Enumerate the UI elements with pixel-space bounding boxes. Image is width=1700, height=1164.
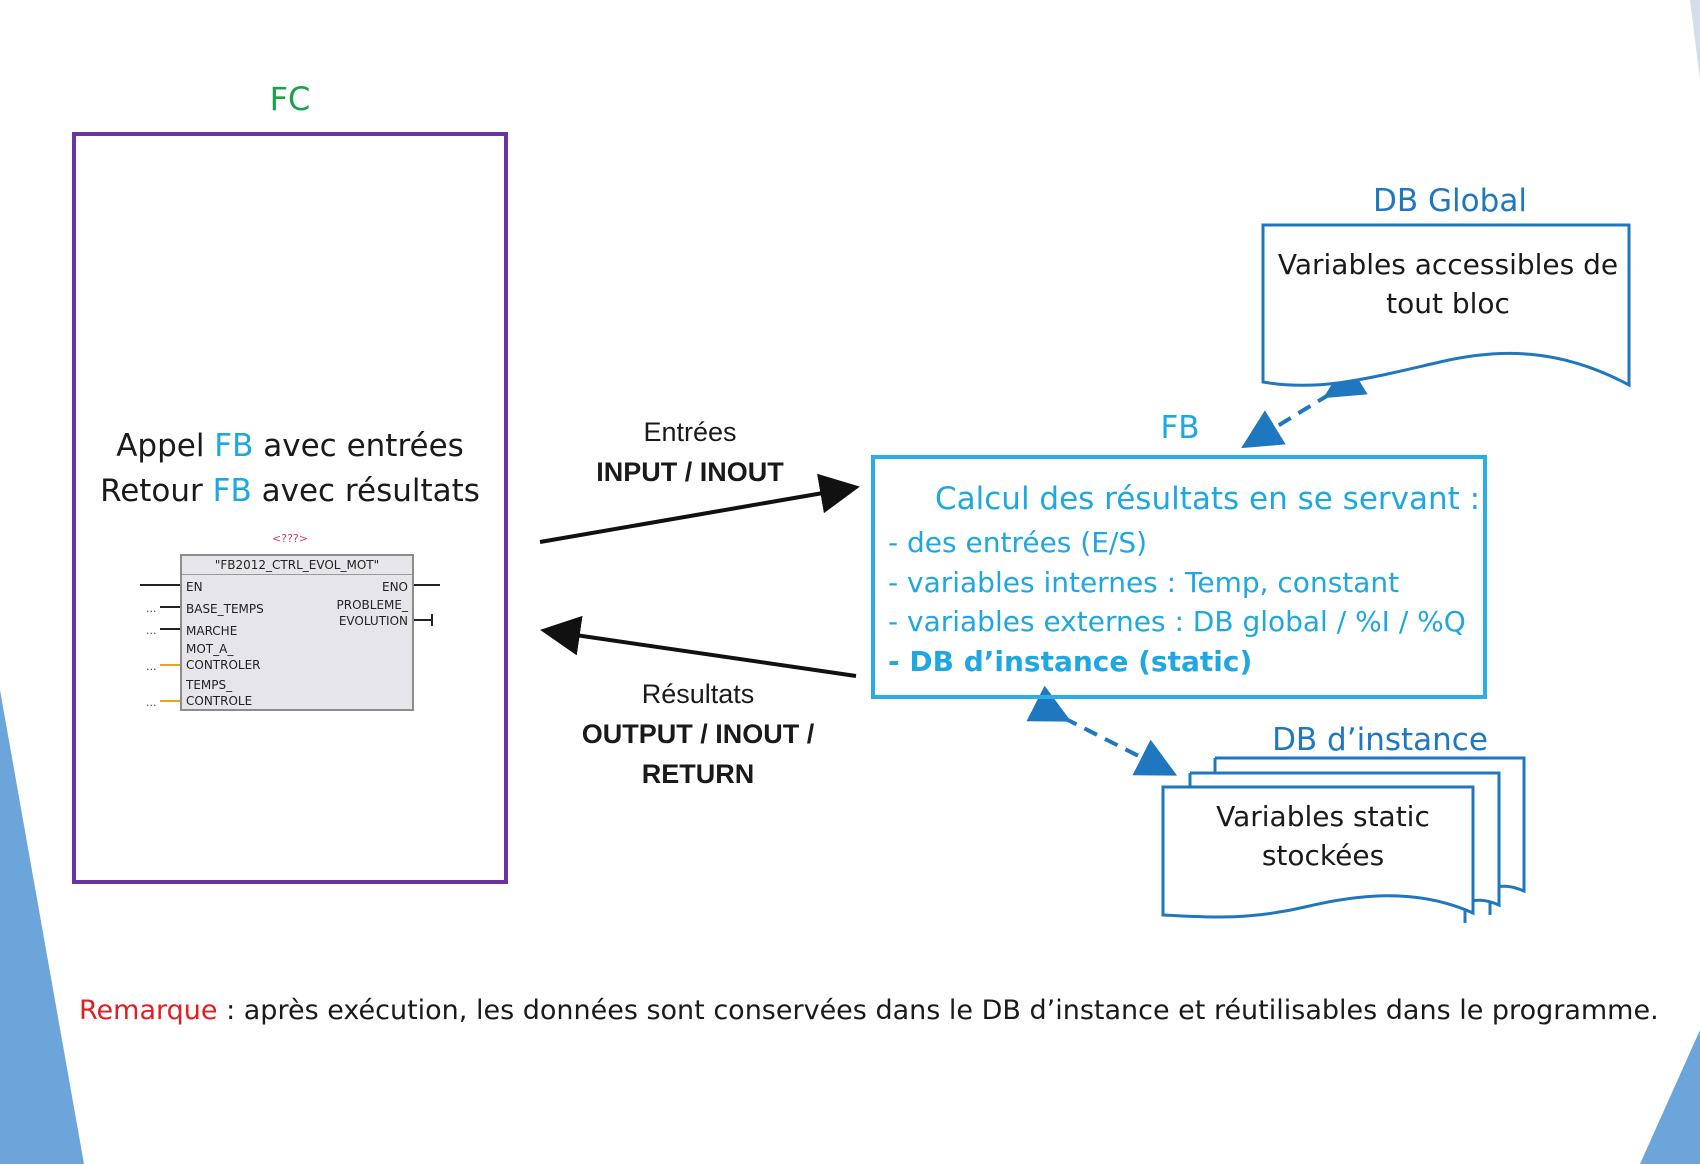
pin-controle: CONTROLE xyxy=(186,694,253,708)
dots-marche: ... xyxy=(146,624,157,637)
fb-block-dots: ... ... ... ... xyxy=(146,598,157,714)
fc-line1-prefix: Appel xyxy=(116,428,215,464)
fb-item-entrees: - des entrées (E/S) xyxy=(888,526,1148,559)
output-label: Résultats OUTPUT / INOUT / RETURN xyxy=(558,674,838,794)
pin-evolution: EVOLUTION xyxy=(338,614,408,628)
pin-eno: ENO xyxy=(381,580,408,594)
output-label-bold2: RETURN xyxy=(641,759,755,789)
remark-text: : après exécution, les données sont cons… xyxy=(217,995,1659,1026)
fc-line1-suffix: avec entrées xyxy=(253,428,464,464)
input-label-bold: INPUT / INOUT xyxy=(596,457,784,487)
fc-line1-fb: FB xyxy=(214,428,254,464)
fc-line2-prefix: Retour xyxy=(100,473,213,509)
remark: Remarque : après exécution, les données … xyxy=(79,995,1659,1026)
db-global-line2: tout bloc xyxy=(1386,287,1510,320)
fc-line-call: Appel FB avec entrées xyxy=(80,424,500,469)
fc-title: FC xyxy=(269,80,311,118)
pin-en: EN xyxy=(186,580,203,594)
fc-box xyxy=(72,132,508,884)
db-global-link xyxy=(1241,360,1368,449)
fc-line2-suffix: avec résultats xyxy=(251,473,480,509)
fb-item-externes: - variables externes : DB global / %I / … xyxy=(888,605,1466,638)
fc-description: Appel FB avec entrées Retour FB avec rés… xyxy=(80,424,500,514)
fb-calc-heading: Calcul des résultats en se servant : xyxy=(935,481,1481,517)
db-global-line1: Variables accessibles de xyxy=(1277,248,1619,281)
fb-instance-tag: <???> xyxy=(272,532,308,545)
pin-temps: TEMPS_ xyxy=(186,678,233,692)
pin-marche: MARCHE xyxy=(186,624,238,638)
fb-block-wires xyxy=(140,584,440,702)
output-label-text: Résultats xyxy=(641,679,755,709)
pin-controler: CONTROLER xyxy=(186,658,261,672)
pin-mot-a: MOT_A_ xyxy=(186,642,234,656)
db-global-title: DB Global xyxy=(1373,183,1527,219)
dots-mot-a-controler: ... xyxy=(146,660,157,673)
db-instance-link xyxy=(1026,685,1178,776)
remark-label: Remarque xyxy=(79,995,218,1026)
db-instance-line1: Variables static xyxy=(1216,800,1430,833)
pin-probleme: PROBLEME_ xyxy=(336,598,408,612)
fb-box xyxy=(871,455,1487,699)
db-global-text: Variables accessibles de tout bloc xyxy=(1268,245,1628,323)
dots-base-temps: ... xyxy=(146,602,157,615)
input-arrow xyxy=(539,473,860,544)
fb-item-internes: - variables internes : Temp, constant xyxy=(888,566,1400,599)
db-global-document xyxy=(1261,223,1631,388)
pin-base-temps: BASE_TEMPS xyxy=(186,602,264,616)
fb-title: FB xyxy=(1160,410,1200,446)
db-instance-line2: stockées xyxy=(1261,839,1385,872)
output-arrow xyxy=(540,615,857,678)
db-instance-document xyxy=(1161,756,1526,923)
fb-call-block[interactable]: "FB2012_CTRL_EVOL_MOT" EN BASE_TEMPS MAR… xyxy=(180,554,414,711)
fc-line-return: Retour FB avec résultats xyxy=(80,469,500,514)
db-instance-title: DB d’instance xyxy=(1272,722,1488,758)
dots-temps-controle: ... xyxy=(146,696,157,709)
fc-line2-fb: FB xyxy=(212,473,252,509)
fb-item-db-instance: - DB d’instance (static) xyxy=(888,645,1253,678)
fb-block-name: "FB2012_CTRL_EVOL_MOT" xyxy=(182,556,412,575)
input-label: Entrées INPUT / INOUT xyxy=(570,412,810,492)
input-label-text: Entrées xyxy=(643,417,737,447)
db-instance-text: Variables static stockées xyxy=(1163,797,1483,875)
output-label-bold1: OUTPUT / INOUT / xyxy=(581,719,815,749)
